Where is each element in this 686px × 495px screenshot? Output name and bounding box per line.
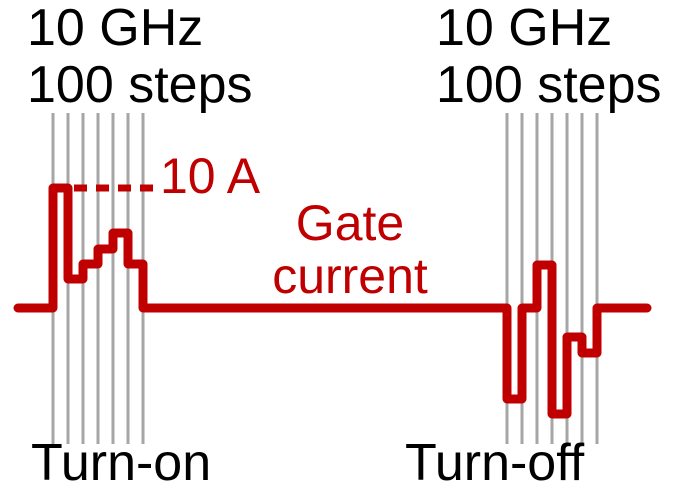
signal-name-line2: current (272, 248, 428, 304)
gate-current-trace (13, 183, 652, 419)
signal-name-label: Gate current (230, 197, 470, 303)
turn-off-event-label: Turn-off (405, 434, 585, 492)
peak-current-annotation: 10 A (160, 148, 261, 204)
turn-off-step-caption: 10 GHz 100 steps (436, 0, 662, 114)
turn-on-step-caption: 10 GHz 100 steps (27, 0, 253, 114)
turn-on-frequency-label: 10 GHz (27, 0, 204, 57)
turn-on-event-label: Turn-on (31, 434, 212, 492)
signal-name-line1: Gate (295, 195, 405, 251)
turn-off-frequency-label: 10 GHz (436, 0, 613, 57)
turn-off-steps-label: 100 steps (436, 56, 662, 114)
turn-on-steps-label: 100 steps (27, 56, 253, 114)
